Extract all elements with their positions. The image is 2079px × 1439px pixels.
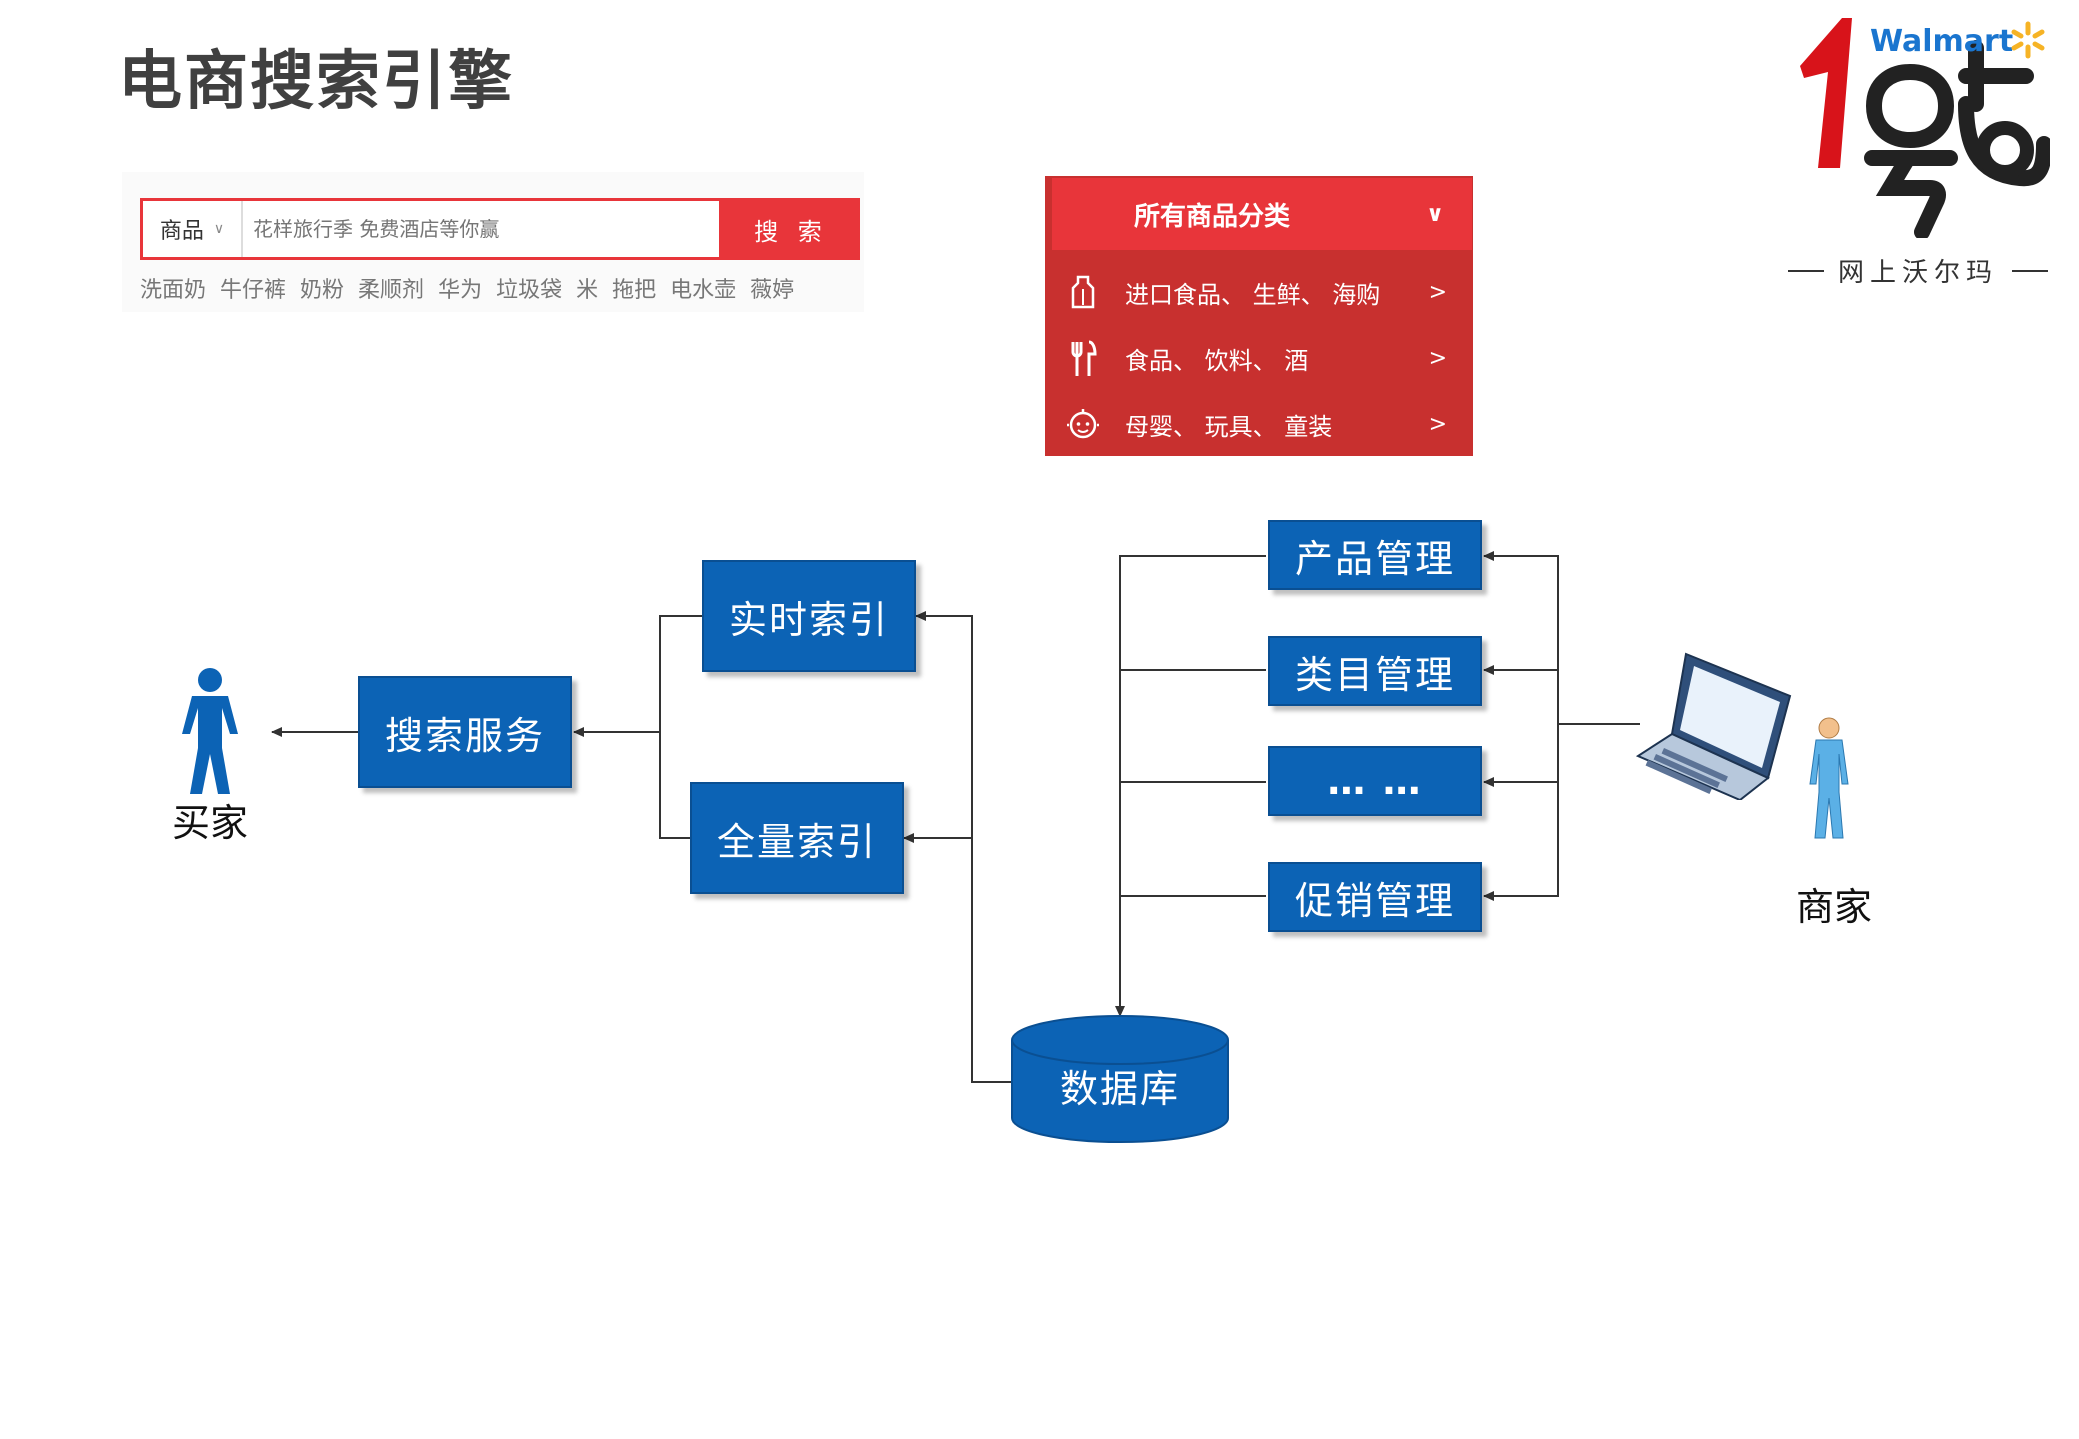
buyer-label: 买家 <box>172 801 249 845</box>
category-menu-title: 所有商品分类 <box>1134 201 1291 232</box>
product-management-box: 产品管理 <box>1268 520 1482 590</box>
logo-tagline: 网上沃尔玛 <box>1838 258 1999 288</box>
divider <box>2012 270 2048 272</box>
full-index-box: 全量索引 <box>690 782 904 894</box>
chevron-right-icon: > <box>1428 345 1447 371</box>
laptop-icon <box>1635 650 1796 802</box>
merchant-person-icon <box>1806 716 1852 842</box>
realtime-index-box: 实时索引 <box>702 560 916 672</box>
ellipsis-box: … … <box>1268 746 1482 816</box>
category-item-imported[interactable]: 进口食品、 生鲜、 海购 > <box>1065 262 1455 322</box>
utensils-icon <box>1065 340 1101 376</box>
search-input[interactable] <box>247 201 717 257</box>
category-item-label: 进口食品、 生鲜、 海购 <box>1125 280 1381 309</box>
hot-word-link[interactable]: 华为 <box>438 278 483 303</box>
promotion-management-box: 促销管理 <box>1268 862 1482 932</box>
chevron-right-icon: > <box>1428 279 1447 305</box>
hot-word-link[interactable]: 米 <box>576 278 599 303</box>
baby-icon <box>1065 406 1101 442</box>
yhd-logo <box>1790 18 2052 240</box>
category-item-baby[interactable]: 母婴、 玩具、 童装 > <box>1065 394 1455 454</box>
hot-word-link[interactable]: 拖把 <box>612 278 657 303</box>
category-item-food[interactable]: 食品、 饮料、 酒 > <box>1065 328 1455 388</box>
chevron-down-icon: ∨ <box>213 221 225 237</box>
hot-word-link[interactable]: 柔顺剂 <box>358 278 425 303</box>
chevron-down-icon: ∨ <box>1426 201 1444 227</box>
logo-graphic <box>1800 18 2052 240</box>
hot-word-link[interactable]: 牛仔裤 <box>220 278 287 303</box>
database-label: 数据库 <box>1059 1067 1180 1111</box>
walmart-wordmark: Walmart <box>1870 24 2014 59</box>
merchant-label: 商家 <box>1796 885 1873 929</box>
buyer-person-icon <box>176 666 244 796</box>
hot-word-link[interactable]: 薇婷 <box>750 278 795 303</box>
category-management-box: 类目管理 <box>1268 636 1482 706</box>
category-item-label: 食品、 饮料、 酒 <box>1125 346 1309 375</box>
page-title: 电商搜索引擎 <box>118 45 514 119</box>
search-box: 商品 ∨ <box>140 198 722 260</box>
divider <box>1788 270 1824 272</box>
search-category-select[interactable]: 商品 ∨ <box>143 201 243 257</box>
hot-word-link[interactable]: 洗面奶 <box>140 278 207 303</box>
hot-words: 洗面奶 牛仔裤 奶粉 柔顺剂 华为 垃圾袋 米 拖把 电水壶 薇婷 <box>140 272 794 304</box>
chevron-right-icon: > <box>1428 411 1447 437</box>
search-button[interactable]: 搜 索 <box>722 198 860 260</box>
hot-word-link[interactable]: 奶粉 <box>300 278 345 303</box>
search-category-label: 商品 <box>159 219 204 244</box>
hot-word-link[interactable]: 电水壶 <box>670 278 737 303</box>
walmart-spark-icon <box>2008 20 2048 64</box>
bottle-icon <box>1065 274 1101 310</box>
hot-word-link[interactable]: 垃圾袋 <box>496 278 563 303</box>
search-service-box: 搜索服务 <box>358 676 572 788</box>
category-menu-header[interactable]: 所有商品分类 ∨ <box>1052 178 1472 250</box>
database-cylinder: 数据库 <box>1008 1014 1232 1148</box>
category-item-label: 母婴、 玩具、 童装 <box>1125 412 1333 441</box>
